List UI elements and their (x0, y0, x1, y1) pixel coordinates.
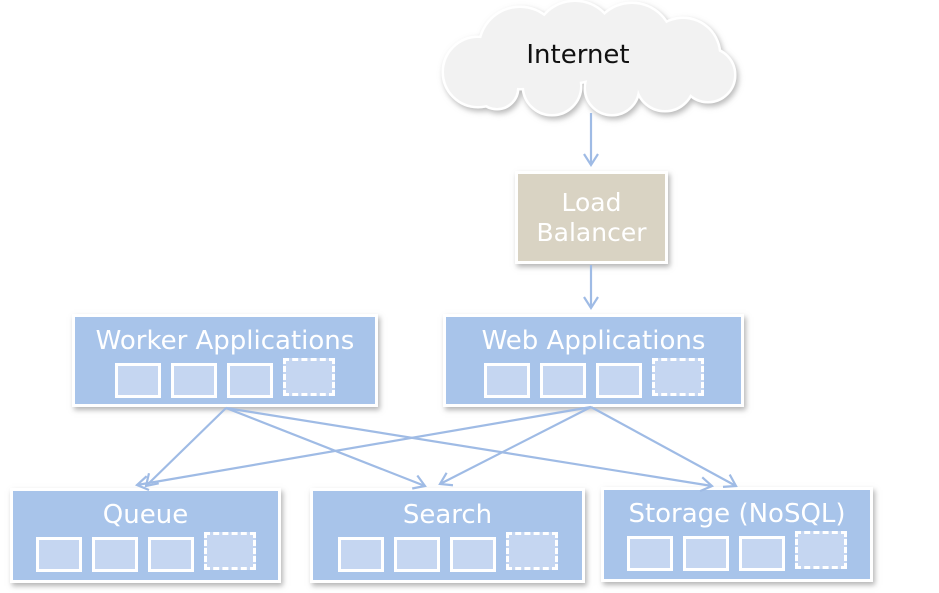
node-storage-nosql: Storage (NoSQL) (601, 487, 873, 582)
instance-ghost-icon (203, 532, 256, 570)
instance-icon (539, 362, 586, 398)
instance-row (115, 358, 335, 399)
instance-icon (91, 536, 138, 572)
instance-ghost-icon (505, 532, 558, 570)
node-search: Search (310, 488, 585, 583)
instance-row (35, 532, 256, 573)
node-worker-applications: Worker Applications (72, 314, 378, 407)
instance-icon (595, 362, 642, 398)
instance-icon (393, 536, 440, 572)
instance-icon (337, 536, 384, 572)
node-load-balancer-label: Load Balancer (536, 187, 647, 247)
instance-icon (227, 362, 273, 398)
instance-ghost-icon (283, 358, 335, 396)
node-storage-nosql-label: Storage (NoSQL) (628, 499, 846, 529)
node-web-applications: Web Applications (443, 314, 744, 407)
instance-icon (115, 362, 161, 398)
node-queue-label: Queue (102, 500, 189, 530)
instance-row (627, 531, 847, 572)
instance-icon (483, 362, 530, 398)
instance-icon (35, 536, 82, 572)
instance-icon (683, 535, 729, 571)
instance-row (483, 358, 704, 399)
instance-row (337, 532, 558, 573)
instance-ghost-icon (651, 358, 704, 396)
node-load-balancer: Load Balancer (515, 171, 668, 264)
instance-icon (739, 535, 785, 571)
node-internet-label: Internet (526, 40, 630, 70)
node-web-applications-label: Web Applications (481, 326, 706, 356)
instance-icon (449, 536, 496, 572)
node-worker-applications-label: Worker Applications (95, 326, 355, 356)
instance-icon (627, 535, 673, 571)
node-queue: Queue (10, 488, 281, 583)
instance-icon (147, 536, 194, 572)
instance-ghost-icon (795, 531, 847, 569)
node-search-label: Search (402, 500, 493, 530)
instance-icon (171, 362, 217, 398)
